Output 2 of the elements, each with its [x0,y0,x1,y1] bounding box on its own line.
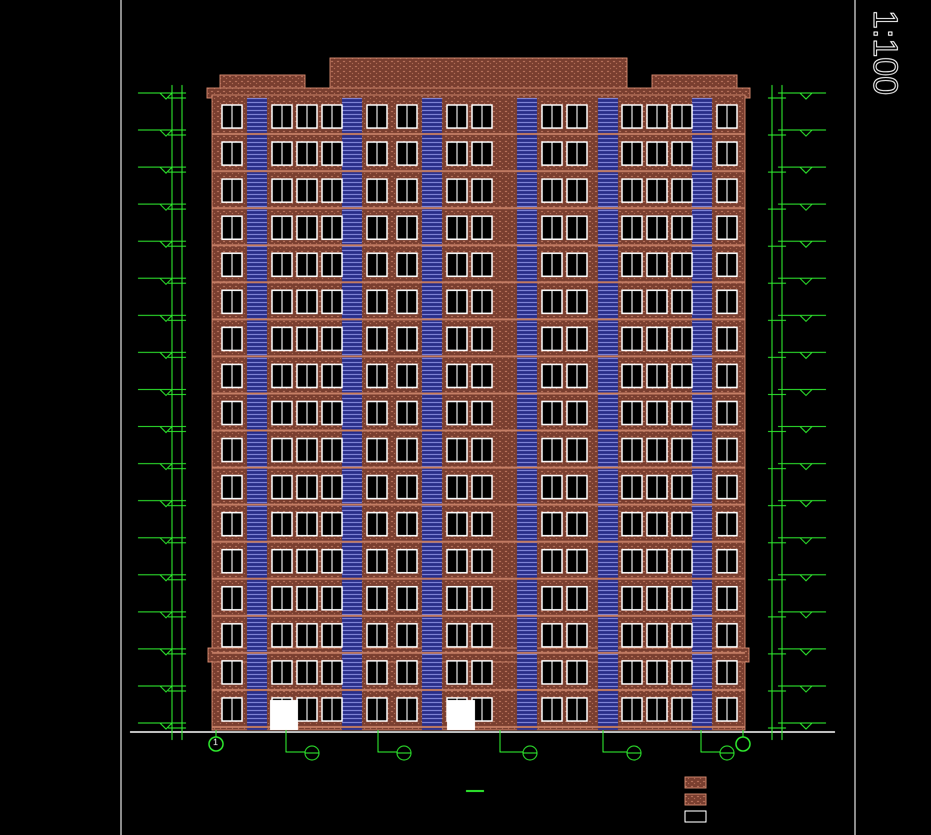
axis-number: 1 [213,738,218,747]
scale-label: 1:100 [868,10,902,96]
